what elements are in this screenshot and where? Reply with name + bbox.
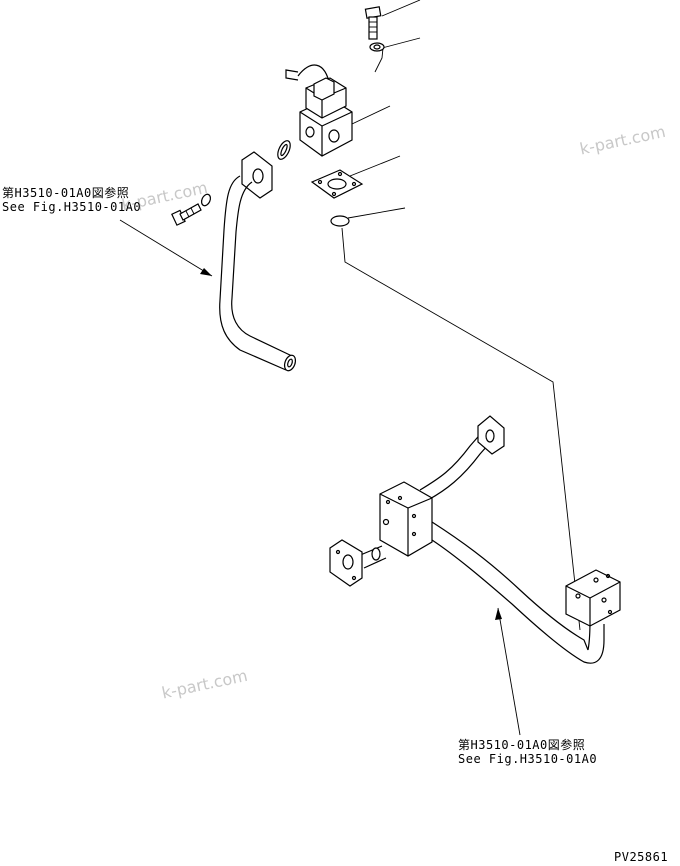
ref-label-bottom: 第H3510-01A0図参照 See Fig.H3510-01A0	[458, 738, 597, 766]
ref-label-top-line1: 第H3510-01A0図参照	[2, 186, 130, 200]
washer-left	[200, 193, 212, 207]
figure-code: PV25861	[614, 850, 669, 864]
solenoid-valve	[285, 64, 353, 157]
ref-label-bottom-line1: 第H3510-01A0図参照	[458, 738, 586, 752]
bolt-top	[364, 6, 382, 40]
bolt-left	[171, 203, 202, 226]
washer-top	[369, 42, 385, 52]
plug	[330, 215, 350, 227]
ref-label-top-line2: See Fig.H3510-01A0	[2, 200, 142, 214]
ref-label-top: 第H3510-01A0図参照 See Fig.H3510-01A0	[2, 186, 141, 214]
pipe-left	[219, 151, 297, 372]
pipe-assembly	[329, 415, 621, 664]
leader-lines	[341, 0, 581, 631]
ref-label-bottom-line2: See Fig.H3510-01A0	[458, 752, 598, 766]
o-ring	[277, 140, 291, 160]
reference-arrows	[119, 219, 521, 736]
gasket-plate	[310, 169, 364, 199]
